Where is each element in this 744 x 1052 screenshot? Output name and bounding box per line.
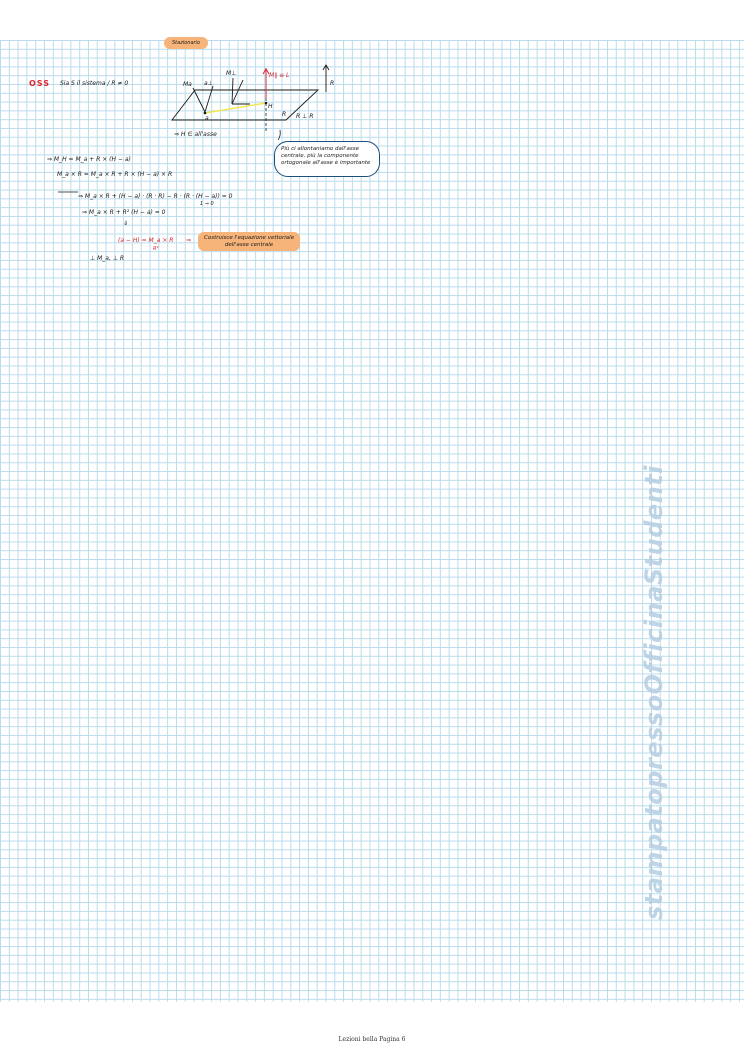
- equation-5-denominator: R²: [153, 246, 159, 252]
- watermark: stampatopressoOfficinaStudenti: [640, 465, 668, 920]
- equation-1: ⇒ M_H = M_a + R × (H − a): [47, 156, 131, 163]
- r-vector-head: [322, 64, 330, 71]
- label-r-vec: R: [330, 80, 335, 87]
- intro-text: Sia S il sistema / R ≠ 0: [60, 80, 129, 87]
- page-footer: Lezioni bella Pagina 6: [338, 1036, 406, 1043]
- label-m-par: M∥ ≡ L: [269, 72, 290, 79]
- bubble-pointer: [277, 129, 281, 141]
- oss-label: OSS: [29, 79, 50, 88]
- equation-3-note: 1 ⇒ 0: [200, 201, 214, 207]
- bubble-line-3: ortogonale all'asse è importante: [281, 160, 371, 166]
- diagram-caption: ⇒ H ∈ all'asse: [174, 131, 217, 138]
- ma-line-1: [192, 87, 206, 113]
- equation-6: ⊥ M_a, ⊥ R: [90, 255, 125, 262]
- m-vector-1: [231, 77, 234, 105]
- plane-outline: [171, 89, 320, 121]
- conclusion-arrow: ⇒: [186, 237, 192, 244]
- implies-down: ⇓: [123, 220, 129, 227]
- label-a-perp: a⊥: [204, 80, 213, 87]
- plane-diagram: [58, 64, 330, 193]
- red-vector-head: [262, 68, 270, 75]
- label-r: R: [282, 111, 287, 118]
- bubble-line-2: centrale, più la componente: [281, 153, 359, 159]
- conclusion-line-1: Costruisce l'equazione vettoriale: [204, 235, 295, 241]
- equation-4: ⇒ M_a × R + R² (H − a) = 0: [82, 209, 166, 216]
- point-a: [203, 111, 207, 115]
- label-a: a: [205, 115, 209, 122]
- point-h: [264, 101, 268, 105]
- equation-3: ⇒ M_a × R + (H − a) · (R · R) − R · (R ·…: [78, 193, 233, 200]
- m-vector-2: [231, 79, 244, 105]
- label-r-perp: R ⊥ R: [296, 113, 314, 120]
- label-h: H: [268, 103, 273, 110]
- top-highlight-fragment: Stazionario: [164, 37, 209, 49]
- conclusion-line-2: dell'asse centrale: [224, 241, 274, 248]
- ma-line-2: [204, 85, 214, 113]
- equation-2: M_a × R = M_a × R + R × (H − a) × R: [57, 171, 173, 178]
- label-ma: Ma: [183, 81, 192, 88]
- yellow-segment: [204, 102, 267, 114]
- equation-5: (a − H) = M_a × R: [118, 237, 174, 244]
- label-m-perp: M⊥: [226, 70, 237, 77]
- conclusion-highlight: Costruisce l'equazione vettoriale dell'a…: [198, 232, 301, 251]
- note-bubble: Più ci allontaniamo dall'asse centrale, …: [274, 141, 380, 177]
- graph-paper-grid: [0, 40, 744, 1002]
- bubble-line-1: Più ci allontaniamo dall'asse: [281, 146, 359, 152]
